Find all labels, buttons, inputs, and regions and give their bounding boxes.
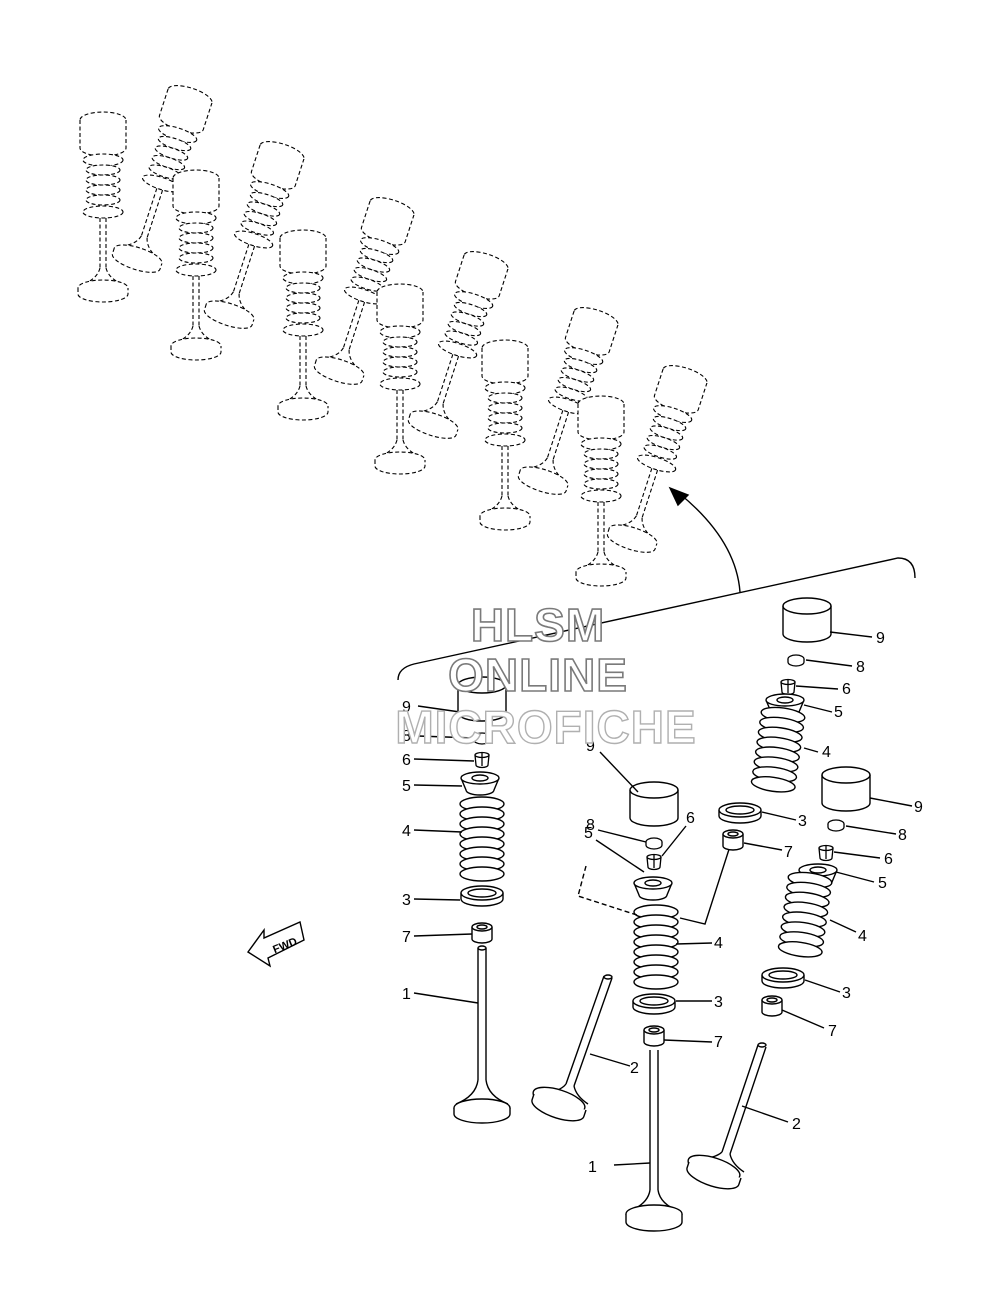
callout-bucket: 9 [876, 630, 885, 647]
valve-assembly-center [531, 781, 733, 1232]
callout-seal: 7 [784, 844, 793, 861]
callout-spring: 4 [714, 935, 723, 952]
callout-shim: 8 [586, 817, 595, 834]
callout-retainer: 5 [834, 704, 843, 721]
watermark-line-2: ONLINE [447, 648, 628, 702]
callout-retainer: 5 [584, 825, 593, 842]
callout-seal: 7 [828, 1023, 837, 1040]
callout-cotter: 6 [402, 752, 411, 769]
callout-seal: 7 [714, 1034, 723, 1051]
watermark-line-1: HLSM [470, 598, 606, 652]
callout-retainer: 5 [402, 778, 411, 795]
callout-shim: 8 [856, 659, 865, 676]
callout-cotter: 6 [686, 810, 695, 827]
callout-valve: 2 [792, 1116, 801, 1133]
callout-seat: 3 [798, 813, 807, 830]
callout-valve: 1 [402, 986, 411, 1003]
callout-valve: 1 [588, 1159, 597, 1176]
group-bracket [397, 486, 916, 681]
callout-seat: 3 [714, 994, 723, 1011]
callout-cotter: 6 [842, 681, 851, 698]
callout-seat: 3 [842, 985, 851, 1002]
callouts: 9 8 6 5 4 3 7 1 9 8 6 5 4 3 7 2 1 9 8 6 … [402, 630, 923, 1176]
callout-seal: 7 [402, 929, 411, 946]
watermark-line-3: MICROFICHE [395, 700, 697, 753]
installed-valves-cluster [77, 81, 711, 587]
fwd-arrow-icon: FWD [246, 921, 305, 968]
callout-spring: 4 [858, 928, 867, 945]
callout-spring: 4 [822, 744, 831, 761]
leader-lines [413, 631, 913, 1166]
callout-bucket: 9 [586, 738, 595, 755]
callout-valve: 2 [630, 1060, 639, 1077]
callout-shim: 8 [402, 728, 411, 745]
callout-retainer: 5 [878, 875, 887, 892]
callout-shim: 8 [898, 827, 907, 844]
callout-bucket: 9 [402, 699, 411, 716]
callout-cotter: 6 [884, 851, 893, 868]
callout-seat: 3 [402, 892, 411, 909]
valve-assembly-left [453, 676, 511, 1124]
callout-spring: 4 [402, 823, 411, 840]
valve-assembly-lower-right [686, 766, 871, 1190]
callout-bucket: 9 [914, 799, 923, 816]
